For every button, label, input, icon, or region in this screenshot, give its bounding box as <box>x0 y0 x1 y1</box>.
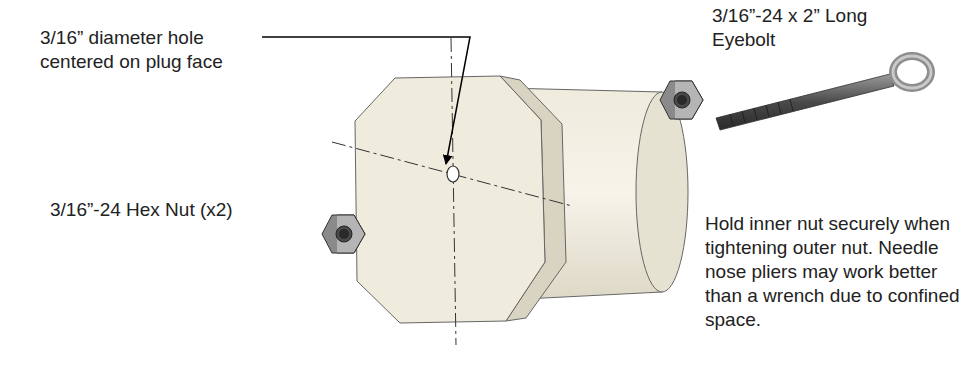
center-lines <box>332 38 572 345</box>
callout-label: 3/16”-24 Hex Nut (x2) <box>50 198 290 222</box>
callout-label: 3/16”-24 x 2” Long Eyebolt <box>712 4 927 52</box>
callout-label: 3/16” diameter hole centered on plug fac… <box>40 26 255 74</box>
hex-nut <box>660 81 703 119</box>
plug-flange <box>355 76 566 323</box>
plug-hole <box>447 166 459 182</box>
callout-label: Hold inner nut securely when tightening … <box>705 212 973 332</box>
eyebolt <box>716 56 931 130</box>
hex-nut <box>322 215 365 253</box>
leader-line <box>262 37 470 164</box>
